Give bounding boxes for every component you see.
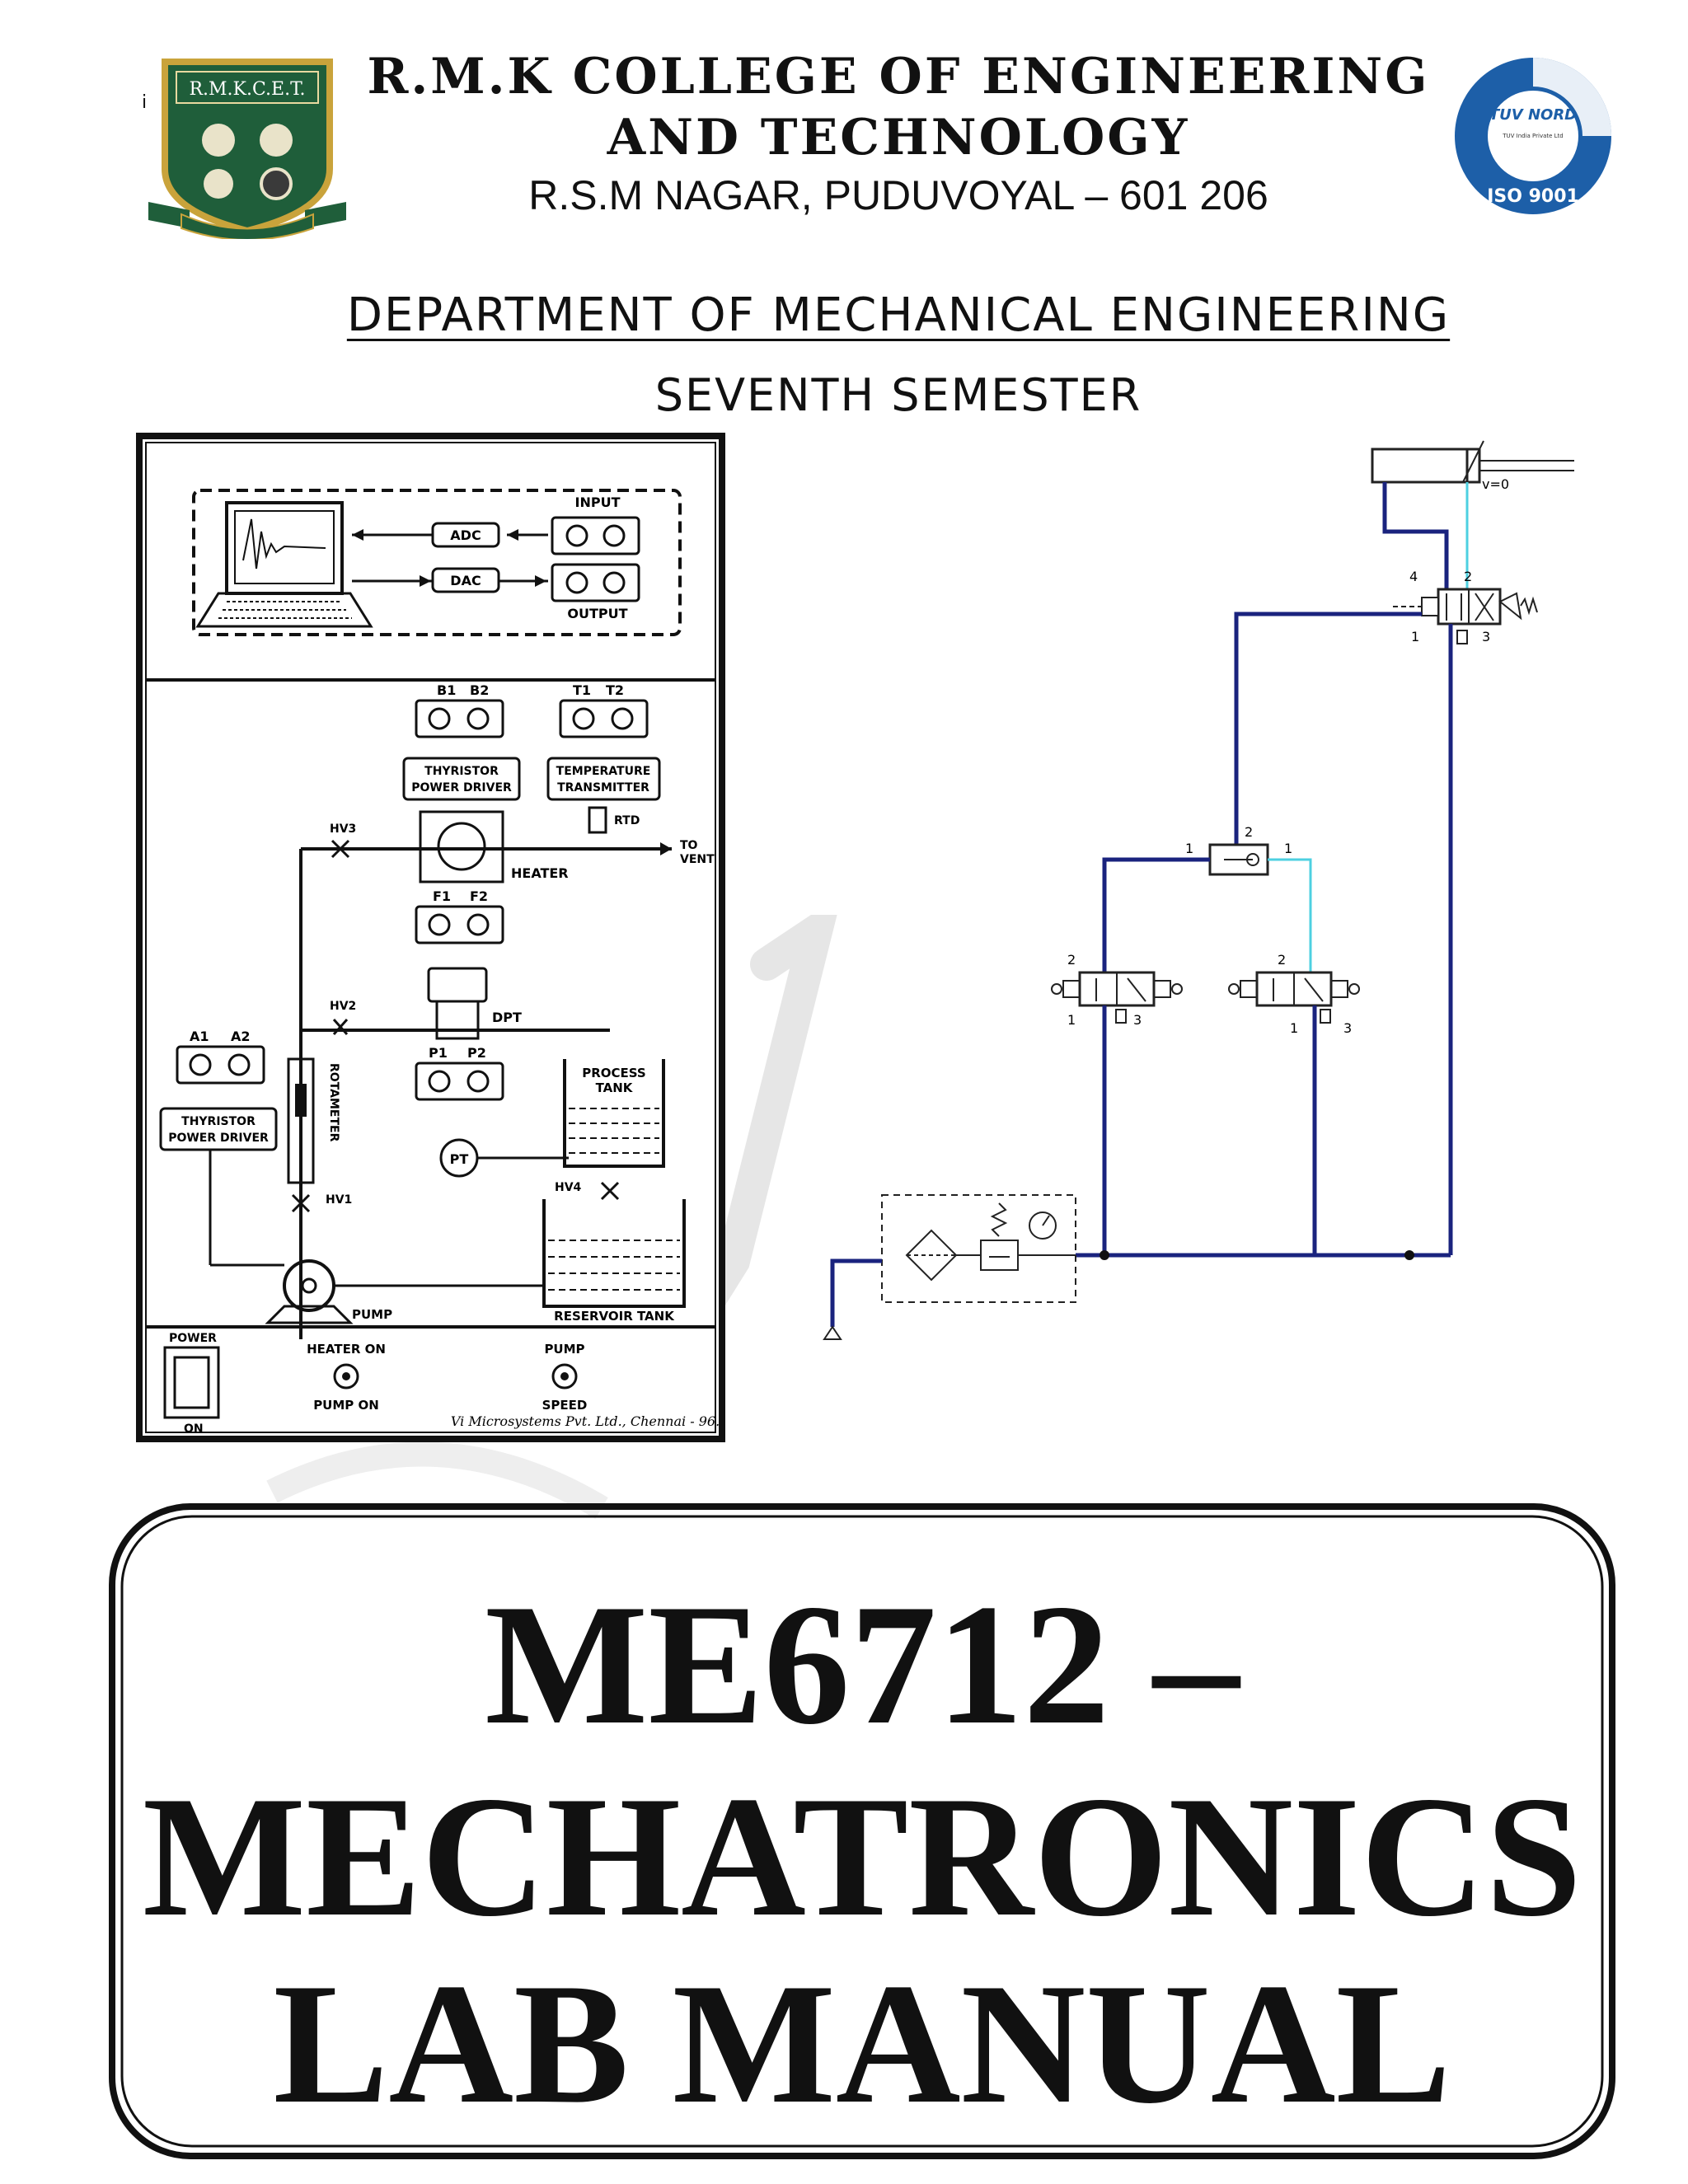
power-label: POWER	[169, 1332, 217, 1345]
left-valve-port-2: 2	[1067, 952, 1076, 968]
college-name-line2: AND TECHNOLOGY	[607, 109, 1190, 166]
title-frame	[109, 1503, 1615, 2159]
f2-label: F2	[470, 888, 488, 904]
t2-label: T2	[606, 682, 624, 698]
pump-on-label: PUMP ON	[313, 1398, 379, 1413]
b2-label: B2	[470, 682, 489, 698]
dac-label: DAC	[450, 573, 481, 588]
source-line	[830, 1258, 882, 1327]
input-label: INPUT	[575, 494, 621, 510]
title-subject: MECHATRONICS	[142, 1761, 1582, 1952]
t1-label: T1	[573, 682, 591, 698]
thyristor-label-1: THYRISTOR	[424, 765, 499, 778]
hv4-label: HV4	[555, 1181, 582, 1194]
valve-port-2-top: 2	[1464, 569, 1472, 584]
power-driver-label-2: POWER DRIVER	[168, 1132, 269, 1145]
department-heading: DEPARTMENT OF MECHANICAL ENGINEERING	[346, 288, 1451, 342]
air-source-icon	[823, 1325, 842, 1340]
pressure-line-1	[1382, 482, 1449, 589]
tuv-iso-badge: TUV NORD TUV India Private Ltd ISO 9001	[1455, 58, 1611, 214]
college-logo: R.M.K.C.E.T.	[148, 59, 346, 239]
title-lab-manual: LAB MANUAL	[273, 1948, 1451, 2139]
power-driver-label-1: POWER DRIVER	[411, 781, 512, 794]
badge-standard: ISO 9001	[1487, 186, 1579, 207]
hv2-label: HV2	[330, 1000, 356, 1013]
logo-text: R.M.K.C.E.T.	[189, 79, 305, 100]
pump-speed-title: PUMP	[544, 1342, 584, 1357]
pump-label: PUMP	[352, 1307, 392, 1322]
a2-label: A2	[231, 1029, 251, 1044]
power-on-label: ON	[184, 1422, 204, 1436]
b1-label: B1	[437, 682, 456, 698]
title-course-code: ME6712 –	[485, 1569, 1240, 1760]
shuttle-port-1b: 1	[1284, 841, 1292, 856]
valve-port-1-top: 1	[1411, 629, 1419, 644]
p1-label: P1	[429, 1045, 448, 1061]
badge-small-text: TUV India Private Ltd	[1502, 133, 1564, 139]
right-valve-port-2: 2	[1278, 952, 1286, 968]
adc-label: ADC	[450, 527, 481, 543]
college-name-line1: R.M.K COLLEGE OF ENGINEERING	[367, 48, 1430, 105]
signal-line-2	[1268, 858, 1312, 972]
process-label: PROCESS	[582, 1066, 645, 1080]
shuttle-port-1a: 1	[1185, 841, 1193, 856]
valve-port-4: 4	[1409, 569, 1418, 584]
output-label: OUTPUT	[567, 606, 627, 621]
pressure-line-3	[1102, 857, 1210, 972]
transmitter-label: TRANSMITTER	[557, 781, 649, 794]
process-control-diagram: ADC DAC INPUT OUTPUT B1 B2 THYRISTOR POW…	[136, 433, 725, 1442]
right-valve-port-1: 1	[1290, 1020, 1298, 1036]
pt-label: PT	[450, 1151, 469, 1167]
badge-brand: TUV NORD	[1489, 106, 1577, 124]
stray-mark: i	[142, 92, 148, 113]
rotameter-label: ROTAMETER	[327, 1063, 340, 1142]
speed-label: SPEED	[542, 1398, 588, 1413]
temperature-label: TEMPERATURE	[556, 765, 651, 778]
a1-label: A1	[190, 1029, 209, 1044]
cylinder-v0-label: v=0	[1482, 476, 1509, 492]
shuttle-port-2: 2	[1245, 824, 1253, 840]
semester-heading: SEVENTH SEMESTER	[654, 369, 1142, 421]
pressure-line-2	[1234, 612, 1422, 865]
left-valve-port-1: 1	[1067, 1012, 1076, 1028]
hv1-label: HV1	[326, 1193, 352, 1207]
hv3-label: HV3	[330, 823, 356, 836]
tank-label: TANK	[596, 1080, 634, 1095]
vent-label: VENT	[680, 853, 715, 866]
to-label: TO	[680, 839, 698, 852]
pneumatic-circuit-diagram: v=0 4 2 1 3 2 1 1 2 1 3 2 1 3	[823, 440, 1574, 1340]
left-valve-port-3: 3	[1133, 1012, 1142, 1028]
dpt-label: DPT	[492, 1010, 522, 1025]
rtd-label: RTD	[614, 814, 640, 827]
college-address: R.S.M NAGAR, PUDUVOYAL – 601 206	[528, 172, 1268, 218]
p2-label: P2	[467, 1045, 486, 1061]
thyristor-label-2: THYRISTOR	[181, 1115, 256, 1128]
maker-label: Vi Microsystems Pvt. Ltd., Chennai - 96.	[451, 1413, 720, 1429]
f1-label: F1	[433, 888, 451, 904]
heater-on-label: HEATER ON	[307, 1342, 386, 1357]
valve-port-3-top: 3	[1482, 629, 1490, 644]
reservoir-tank-label: RESERVOIR TANK	[554, 1309, 675, 1324]
heater-label: HEATER	[511, 865, 569, 881]
right-valve-port-3: 3	[1343, 1020, 1352, 1036]
